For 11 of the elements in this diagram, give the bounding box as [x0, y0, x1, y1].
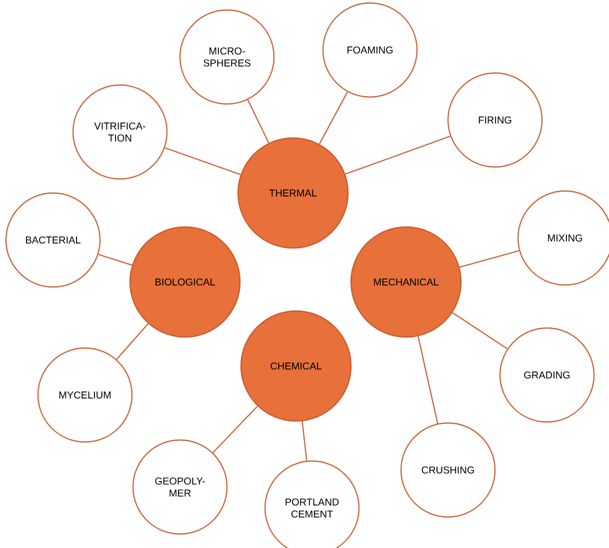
connector-line — [345, 136, 450, 175]
connector-line — [318, 92, 348, 144]
connector-line — [212, 406, 258, 454]
connector-line — [452, 312, 508, 350]
connector-line — [459, 250, 520, 268]
connector-line — [116, 323, 149, 360]
connector-line — [418, 336, 438, 424]
connector-line — [302, 421, 308, 461]
connector-line — [98, 254, 132, 266]
connector-line — [164, 147, 241, 176]
connector-line — [247, 100, 270, 144]
